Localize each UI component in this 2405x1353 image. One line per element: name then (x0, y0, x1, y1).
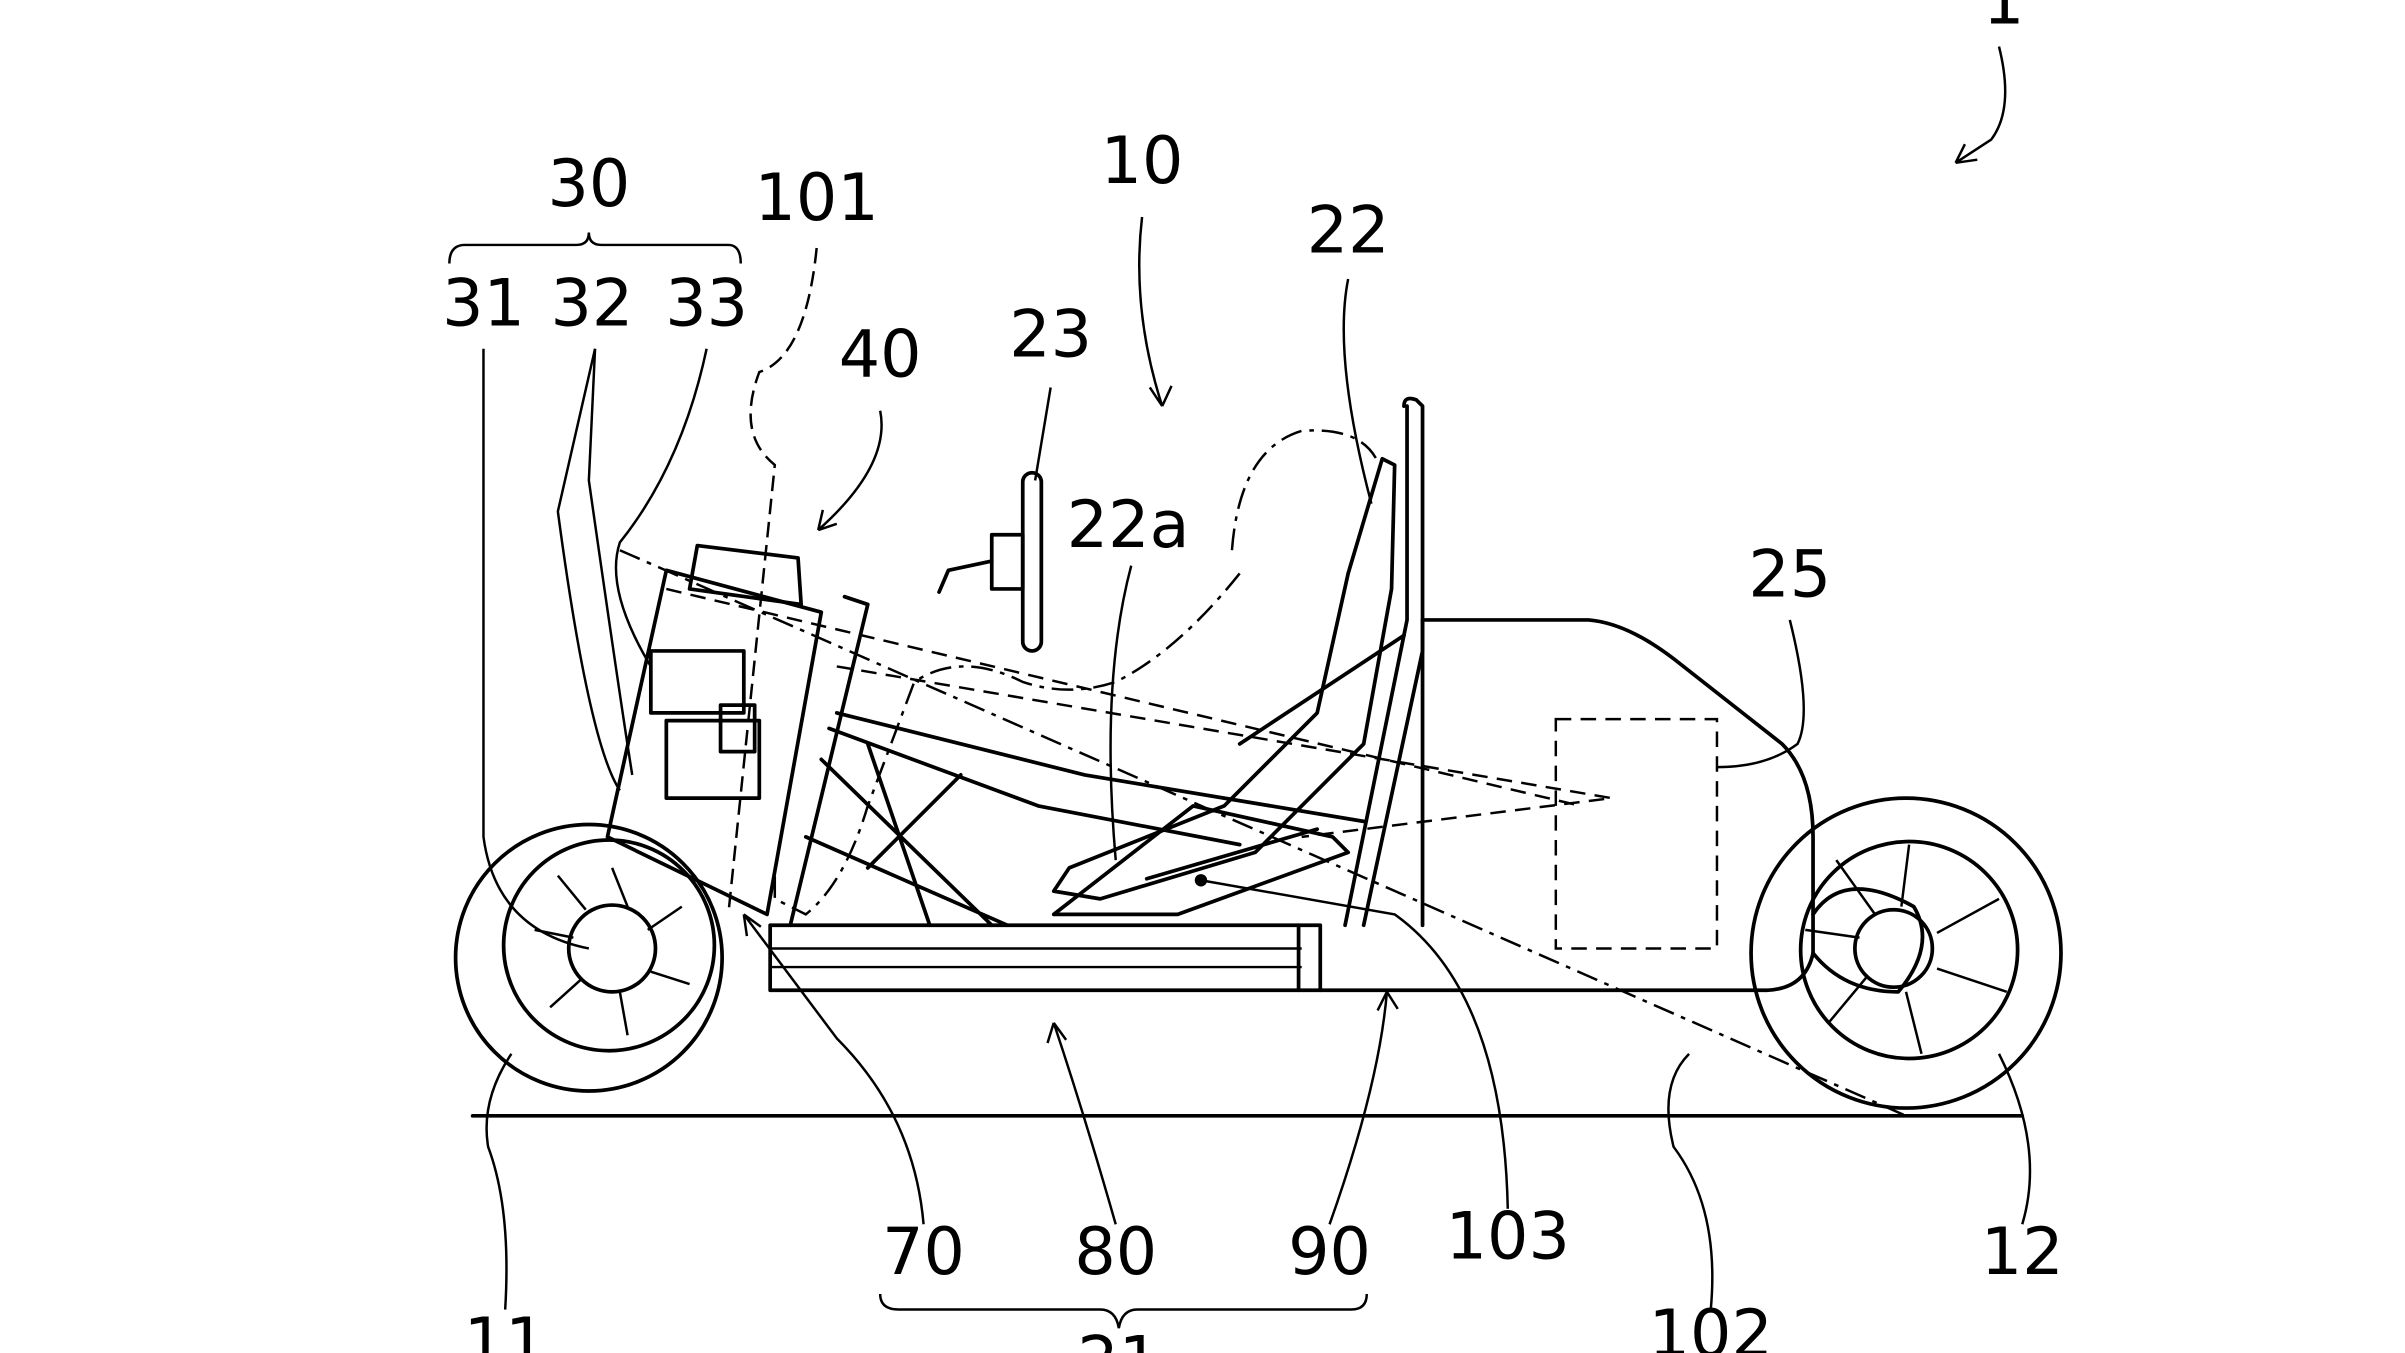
label-22a: 22a (1067, 488, 1190, 563)
label-103: 103 (1446, 1199, 1570, 1274)
floor-frame (768, 923, 1769, 993)
label-33: 33 (665, 267, 748, 342)
front-wheel (453, 822, 724, 1093)
label-1: 1 (1983, 0, 2024, 39)
leader-lines (448, 46, 2032, 1329)
label-10: 10 (1101, 124, 1184, 199)
battery-box (1554, 717, 1719, 950)
label-101: 101 (755, 161, 879, 236)
label-30: 30 (547, 147, 630, 222)
label-32: 32 (551, 267, 634, 342)
seat-frame (1051, 396, 1425, 928)
label-102: 102 (1649, 1297, 1773, 1353)
label-80: 80 (1074, 1215, 1157, 1290)
rear-wheel (1749, 796, 2063, 1110)
label-25: 25 (1748, 538, 1831, 613)
rear-cover (1420, 618, 1815, 993)
label-22: 22 (1307, 194, 1390, 269)
label-23: 23 (1009, 298, 1092, 373)
label-31: 31 (442, 267, 525, 342)
label-12: 12 (1981, 1215, 2064, 1290)
label-11: 11 (464, 1305, 547, 1353)
label-40: 40 (839, 318, 922, 393)
label-70: 70 (882, 1215, 965, 1290)
steering-wheel (937, 470, 1044, 653)
label-21: 21 (1077, 1323, 1160, 1353)
label-90: 90 (1288, 1215, 1371, 1290)
occupant-outline (773, 429, 1381, 916)
